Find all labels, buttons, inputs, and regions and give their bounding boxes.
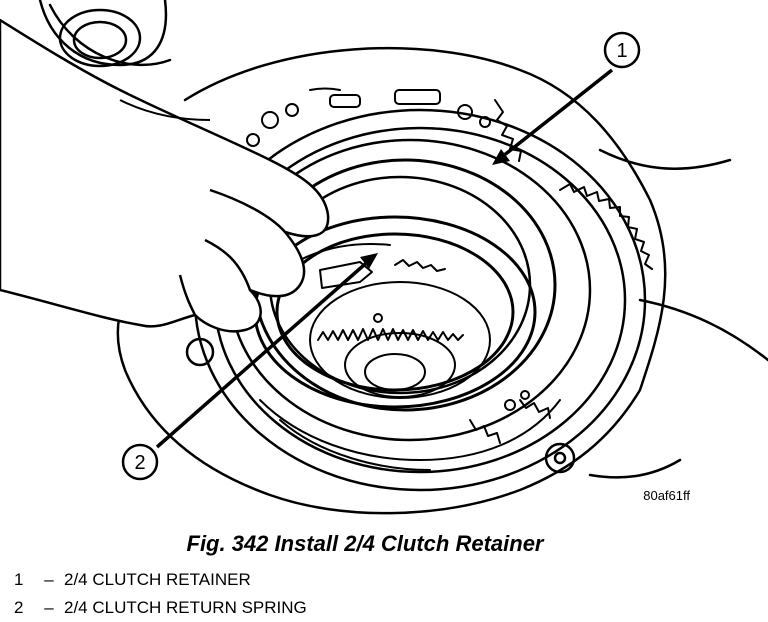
- legend-number: 1: [14, 570, 24, 589]
- technician-hand: [0, 18, 330, 333]
- image-code: 80af61ff: [643, 488, 690, 503]
- leader-line-2: [155, 256, 374, 449]
- legend-description: 2/4 CLUTCH RETURN SPRING: [64, 598, 307, 617]
- legend-separator: –: [44, 598, 54, 617]
- legend-item-1: 1 –2/4 CLUTCH RETAINER: [14, 570, 251, 590]
- lower-ring-detail: [259, 390, 561, 471]
- leader-line-1: [496, 68, 614, 162]
- legend-description: 2/4 CLUTCH RETAINER: [64, 570, 251, 589]
- callout-2-number: 2: [134, 452, 145, 474]
- arrowhead-2: [360, 253, 378, 269]
- callout-leaders: [155, 68, 614, 449]
- housing-ports: [246, 87, 491, 147]
- legend-item-2: 2 –2/4 CLUTCH RETURN SPRING: [14, 598, 307, 618]
- callout-1-number: 1: [616, 40, 627, 62]
- legend-separator: –: [44, 570, 54, 589]
- arrowhead-1: [492, 149, 510, 165]
- legend-number: 2: [14, 598, 24, 617]
- figure-caption: Fig. 342 Install 2/4 Clutch Retainer: [186, 531, 544, 556]
- transmission-case: [116, 46, 768, 515]
- housing-bore: [38, 0, 172, 68]
- clutch-return-spring: [309, 281, 491, 399]
- clutch-retainer: [253, 215, 537, 409]
- callout-2: 2: [121, 443, 159, 481]
- callout-1: 1: [603, 31, 641, 69]
- clutch-retainer-illustration: 1 2 80af61ff: [0, 0, 768, 515]
